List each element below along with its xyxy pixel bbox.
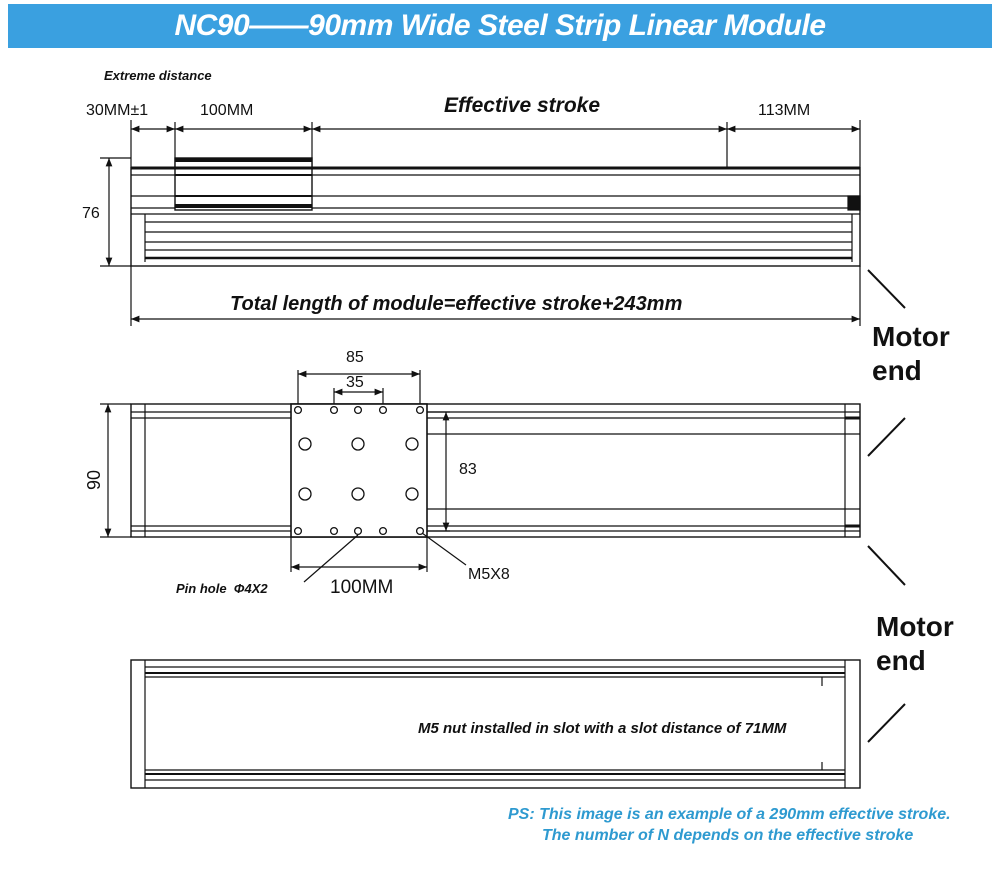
bottom-view [130,659,906,789]
pin-hole-label: Pin hole Φ4X2 [176,581,268,596]
title-banner: NC90——90mm Wide Steel Strip Linear Modul… [8,4,992,48]
motor-end-label-2a: Motor [876,611,954,642]
plate-length-dimension: 100MM [330,577,393,598]
pin-hole [353,405,363,415]
hole-span-inner: 35 [346,374,364,391]
pin-hole [378,526,388,536]
screw-label: M5X8 [468,566,510,583]
motor-end-label-1a: Motor [872,321,950,352]
right-gap-dimension: 113MM [758,102,810,119]
ps-note-line-2: The number of N depends on the effective… [542,827,914,844]
pin-hole [415,405,425,415]
hole-span-outer: 85 [346,349,364,366]
extreme-distance-label: Extreme distance [104,68,212,83]
pin-hole [353,526,363,536]
pin-hole [329,526,339,536]
height-dimension: 76 [82,205,100,222]
side-view [100,120,906,457]
effective-stroke-label: Effective stroke [444,94,600,117]
pin-hole [415,526,425,536]
slider-length-dimension: 100MM [200,102,253,119]
m5-hole [298,437,312,451]
motor-end-label-2b: end [876,645,926,676]
width-dimension: 90 [84,470,104,490]
pin-hole [293,526,303,536]
m5-hole [298,487,312,501]
plate-height-dimension: 83 [459,461,477,478]
m5-hole [405,437,419,451]
m5-hole [405,487,419,501]
ps-note-line-1: PS: This image is an example of a 290mm … [508,806,951,823]
slot-note: M5 nut installed in slot with a slot dis… [418,720,787,737]
left-gap-dimension: 30MM±1 [86,102,148,119]
pin-hole [378,405,388,415]
page-title: NC90——90mm Wide Steel Strip Linear Modul… [174,9,826,42]
total-length-formula: Total length of module=effective stroke+… [230,293,682,315]
m5-hole [351,487,365,501]
plate-holes [293,405,425,536]
pin-hole [293,405,303,415]
m5-hole [351,437,365,451]
pin-hole [329,405,339,415]
ps-note: PS: This image is an example of a 290mm … [508,804,988,846]
motor-end-label-1b: end [872,355,922,386]
top-view [100,370,906,586]
